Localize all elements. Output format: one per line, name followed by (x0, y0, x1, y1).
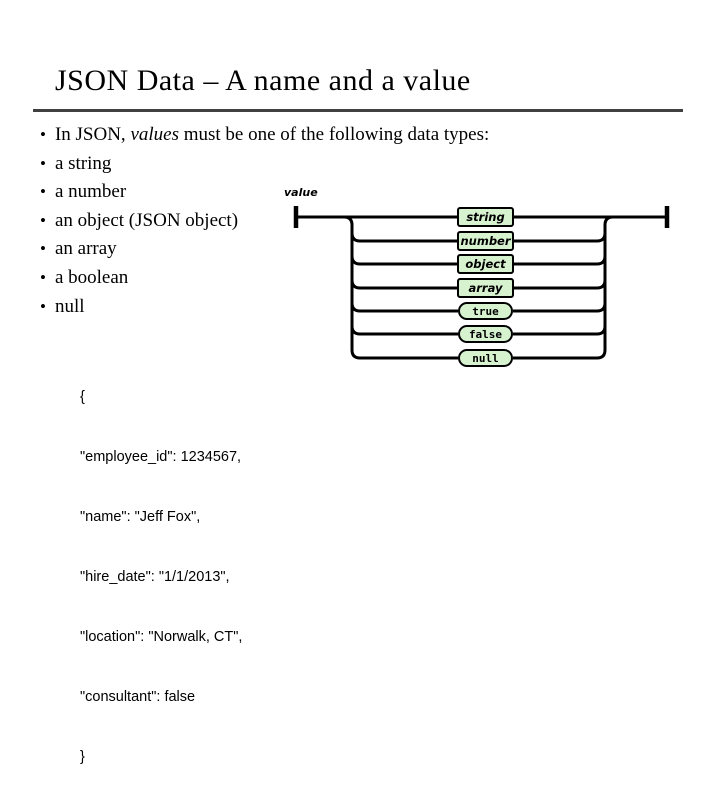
value-railroad-diagram: value string number object array true fa… (284, 186, 670, 367)
node-label-array: array (468, 281, 503, 295)
code-line: "location": "Norwalk, CT", (80, 629, 243, 645)
page-title: JSON Data – A name and a value (55, 64, 471, 97)
connector-right (513, 232, 607, 243)
connector-left (350, 232, 458, 243)
list-item: an object (JSON object) (40, 207, 489, 236)
node-true (458, 302, 513, 320)
title-divider (33, 109, 683, 112)
node-array (457, 278, 514, 298)
node-false (458, 325, 513, 343)
connector-right (513, 279, 607, 290)
connector-left (350, 279, 458, 290)
connector-left (350, 325, 458, 336)
node-number (457, 231, 514, 251)
node-string (457, 207, 514, 227)
connector-right (513, 302, 607, 313)
node-label-object: object (465, 257, 506, 271)
node-null (458, 349, 513, 367)
list-item: a number (40, 178, 489, 207)
connector-left (350, 255, 458, 266)
node-object (457, 254, 514, 274)
list-item: a string (40, 150, 489, 179)
code-line: "name": "Jeff Fox", (80, 509, 201, 525)
node-label-true: true (472, 305, 499, 318)
node-label-false: false (469, 328, 502, 341)
connector-left (350, 302, 458, 313)
code-line: "employee_id": 1234567, (80, 449, 242, 465)
node-label-number: number (460, 234, 511, 248)
json-code-example: { "employee_id": 1234567, "name": "Jeff … (80, 347, 242, 787)
code-line: { (80, 389, 85, 405)
node-label-null: null (472, 352, 499, 365)
list-item: null (40, 293, 489, 322)
code-line: } (80, 749, 85, 765)
list-item: a boolean (40, 264, 489, 293)
code-line: "hire_date": "1/1/2013", (80, 569, 230, 585)
branch-trunk-right (596, 215, 614, 360)
connector-right (513, 325, 607, 336)
bullet-list: In JSON, values must be one of the follo… (40, 121, 489, 321)
code-line: "consultant": false (80, 689, 196, 705)
diagram-title: value (284, 186, 318, 199)
node-label-string: string (466, 210, 504, 224)
connector-right (513, 255, 607, 266)
branch-trunk-left (343, 215, 361, 360)
list-item: an array (40, 235, 489, 264)
list-item: In JSON, values must be one of the follo… (40, 121, 489, 150)
